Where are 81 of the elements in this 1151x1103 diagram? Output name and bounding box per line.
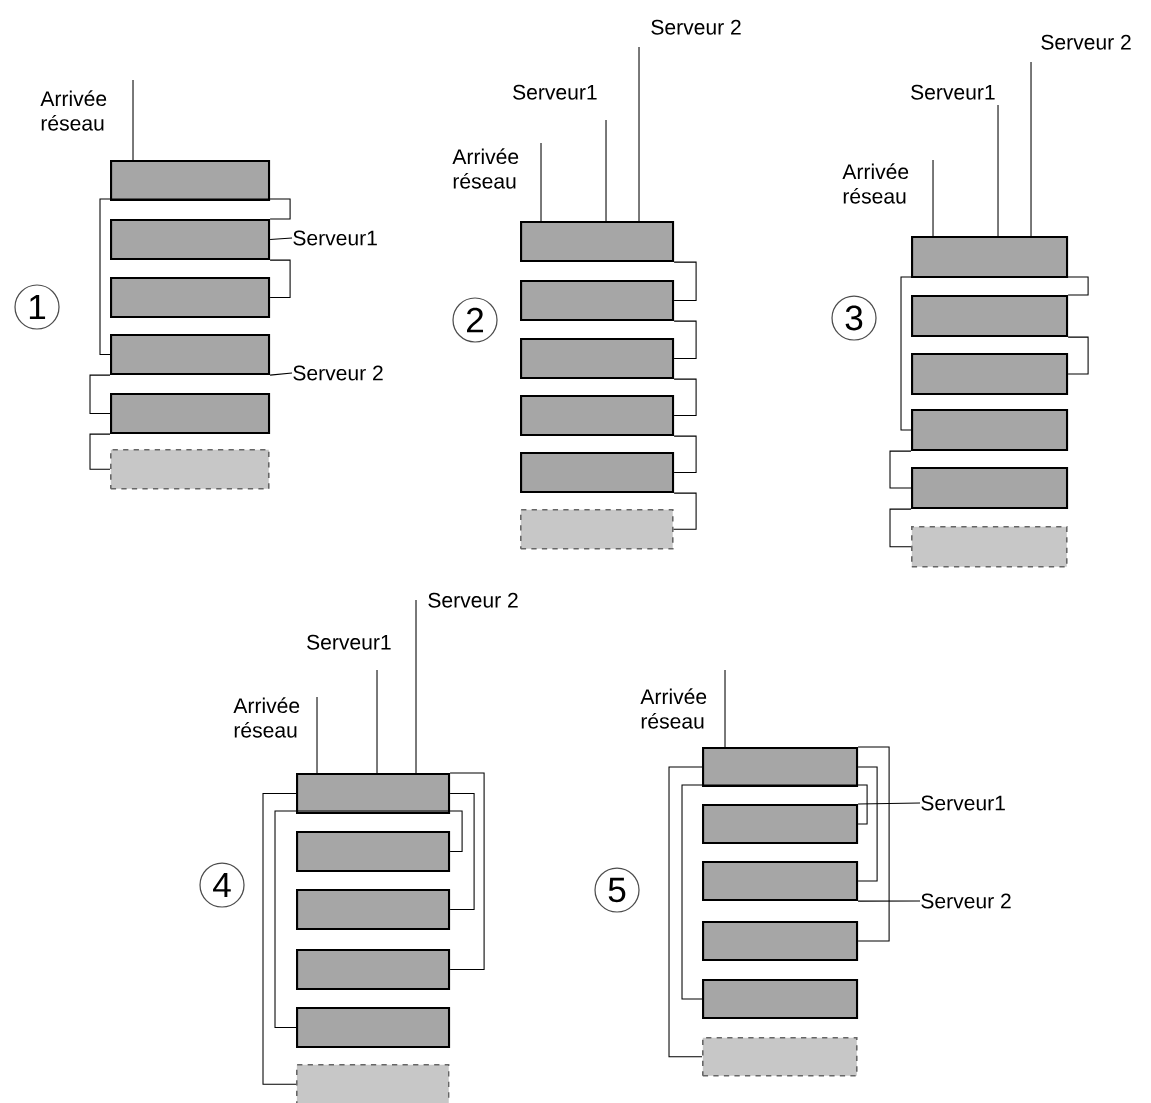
switch-box [702,921,859,962]
cable-line [99,198,291,356]
cable-label: Serveur1 [911,84,995,100]
cable-line [900,276,1089,431]
switch-box [911,295,1069,338]
cable-line [1030,61,1032,237]
switch-box [911,409,1069,452]
cable-line [673,378,697,417]
cable-label: Arrivée réseau [233,697,300,738]
switch-box [296,889,451,931]
cable-line [269,259,291,299]
cable-label: Serveur1 [293,230,377,246]
switch-box [296,773,451,815]
cable-line [889,508,912,548]
switch-box [296,1007,451,1049]
spare-switch-box [911,526,1068,568]
switch-box [702,979,859,1020]
cable-label: Arrivée réseau [40,90,107,131]
cable-line [89,374,111,415]
cable-label: Serveur 2 [293,365,383,381]
switch-box [110,277,271,319]
cable-label: Serveur 2 [1041,34,1131,50]
cable-line [857,766,878,882]
cable-label: Serveur1 [921,795,1005,811]
cable-line [269,372,293,376]
cable-line [132,79,134,161]
cable-line [889,450,912,489]
cable-line [376,669,378,774]
cable-line [540,142,542,222]
cable-label: Serveur1 [307,634,391,650]
cable-line [668,766,703,1058]
cable-line [1067,336,1089,375]
switch-box [110,160,271,202]
switch-box [520,452,675,494]
switch-box [296,949,451,991]
switch-box [702,861,859,902]
cable-line [673,320,697,360]
cable-line [857,900,921,902]
cable-line [316,696,318,774]
cable-line [673,261,697,302]
cable-label: Serveur 2 [428,592,518,608]
cable-line [449,772,485,971]
cable-line [857,746,890,942]
cable-label: Serveur 2 [921,893,1011,909]
cable-line [415,599,417,774]
spare-switch-box [296,1064,450,1103]
spare-switch-box [702,1037,858,1077]
switch-box [911,236,1069,279]
cable-line [724,669,726,748]
switch-box [110,219,271,261]
switch-box [520,338,675,380]
spare-switch-box [110,449,270,490]
cable-line [673,435,697,474]
cable-line [681,784,868,1000]
switch-box [702,747,859,788]
switch-box [520,395,675,437]
switch-box [520,221,675,263]
switch-box [911,467,1069,510]
switch-box [702,804,859,845]
cable-label: Arrivée réseau [842,163,909,204]
cable-line [673,492,697,530]
cable-label: Serveur 2 [651,19,741,35]
cable-line [274,810,463,1029]
cable-label: Arrivée réseau [640,688,707,729]
switch-box [110,334,271,376]
cable-line [269,237,293,241]
switch-box [911,353,1069,396]
cable-label: Serveur1 [513,84,597,100]
cable-label: Arrivée réseau [452,148,519,189]
cable-line [262,793,297,1085]
cable-line [605,119,607,222]
spare-switch-box [520,509,674,550]
cable-line [89,433,111,470]
switch-box [110,393,271,435]
cable-line [449,793,475,911]
cable-line [638,46,640,222]
switch-box [296,831,451,873]
cable-line [932,159,934,237]
cable-line [857,802,921,805]
switch-box [520,280,675,322]
cable-line [997,104,999,237]
